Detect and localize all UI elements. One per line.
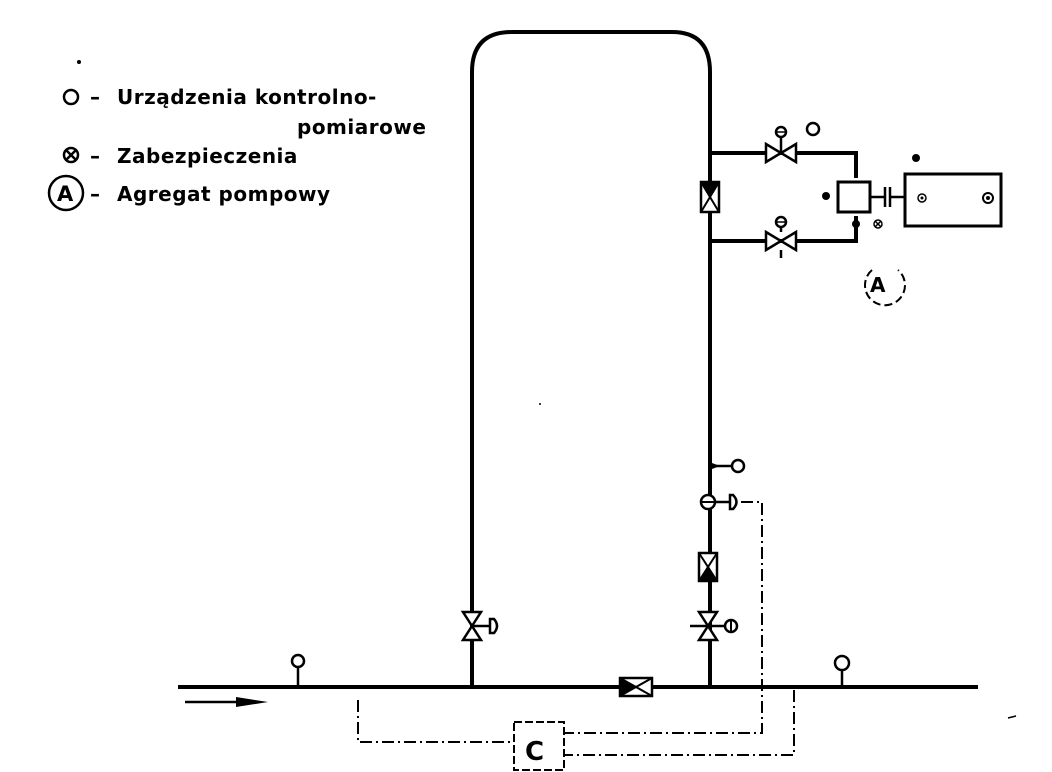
protection-symbol-icon	[62, 146, 80, 164]
pump-upper-valve-icon	[764, 121, 821, 165]
tank-upper-check-valve-icon	[699, 180, 721, 214]
measuring-device-symbol-icon	[62, 88, 80, 106]
main-check-valve-icon	[618, 676, 654, 698]
gauge-left-icon	[290, 653, 306, 687]
legend-dash: –	[90, 182, 101, 206]
legend-label-protections: Zabezpieczenia	[117, 144, 298, 168]
riser-pressure-gauge-icon	[710, 458, 746, 474]
flow-direction-arrow-icon	[185, 697, 268, 707]
tank-left-valve-icon	[460, 610, 499, 642]
legend-label-measuring-devices: Urządzenia kontrolno-	[117, 85, 377, 109]
pump-bypass-lines	[712, 151, 858, 243]
stray-dot	[539, 403, 541, 405]
legend-label-measuring-devices-cont: pomiarowe	[297, 115, 426, 139]
pump-unit-symbol-icon	[47, 174, 85, 212]
legend: – Urządzenia kontrolno- pomiarowe – Zabe…	[47, 60, 426, 212]
legend-dash: –	[90, 144, 101, 168]
pump-body-icon	[822, 180, 883, 229]
controller-box: C	[513, 721, 565, 771]
pump-lower-valve-icon	[764, 215, 798, 258]
legend-item-measuring-devices: – Urządzenia kontrolno- pomiarowe	[62, 85, 426, 139]
riser-lower-valve-icon	[690, 610, 739, 642]
legend-item-protections: – Zabezpieczenia	[62, 144, 298, 168]
stray-dot	[77, 60, 81, 64]
controller-label: C	[525, 737, 544, 767]
riser-check-valve-icon	[697, 551, 719, 583]
gauge-right-icon	[833, 654, 851, 687]
legend-dash: –	[90, 85, 101, 109]
pump-coupling-icon	[870, 187, 905, 207]
legend-item-pump-unit: A – Agregat pompowy	[47, 174, 331, 212]
legend-label-pump-unit: Agregat pompowy	[117, 182, 331, 206]
stray-mark	[1007, 715, 1017, 719]
tank-outline	[470, 30, 712, 686]
pump-unit-label: A	[864, 269, 906, 307]
pump-unit-letter: A	[870, 273, 886, 297]
riser-flow-meter-icon	[699, 493, 738, 511]
pump-motor-icon	[903, 154, 1003, 228]
control-signal-lines	[357, 501, 795, 756]
legend-symbol-a: A	[57, 182, 74, 206]
